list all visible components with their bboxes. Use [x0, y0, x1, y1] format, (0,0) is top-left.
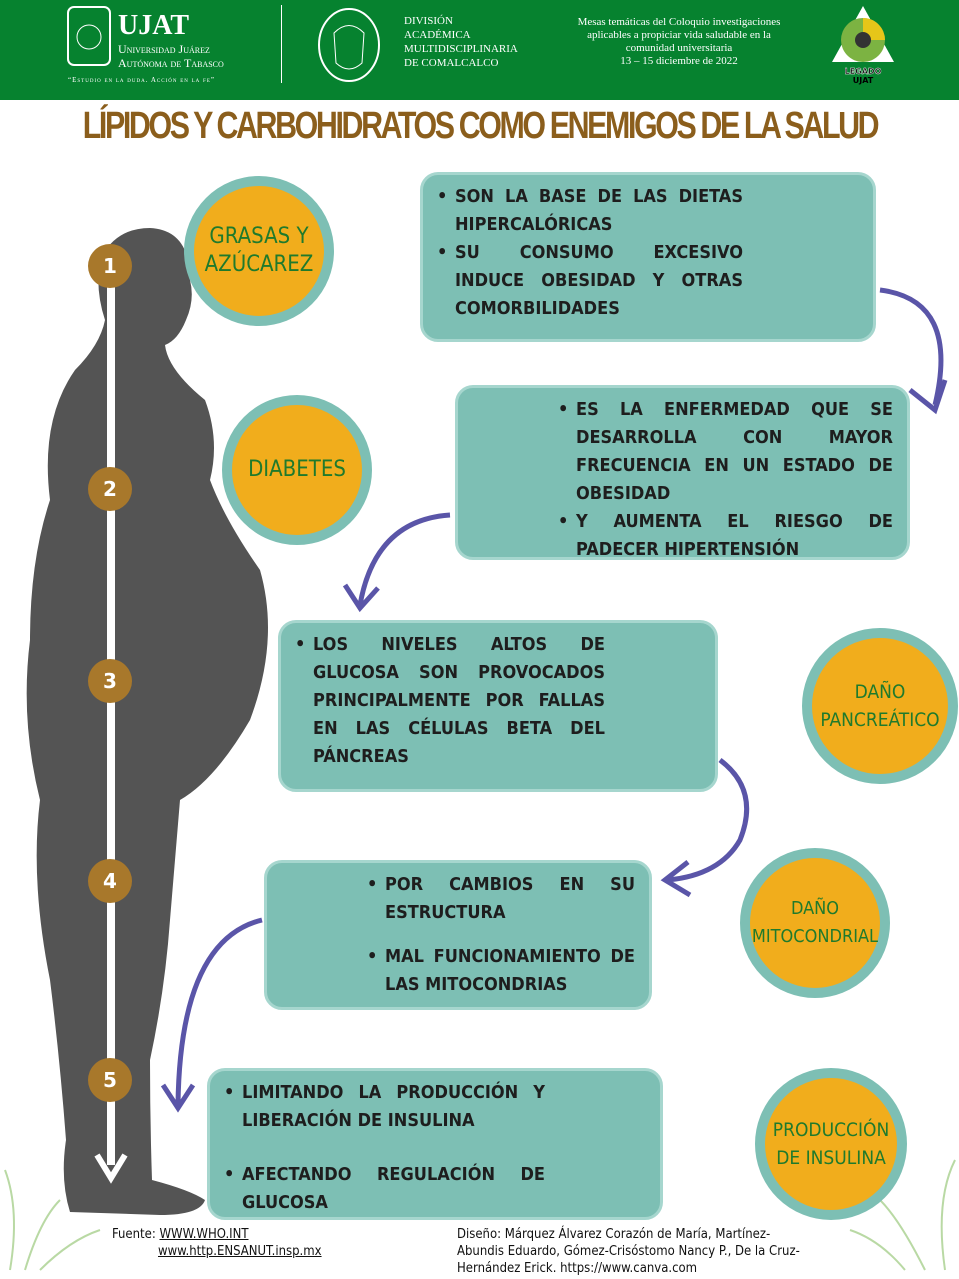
info-box-4: POR CAMBIOS EN SU ESTRUCTURAMAL FUNCIONA…	[264, 860, 652, 1010]
division-seal-icon	[318, 8, 380, 82]
info-box-3: LOS NIVELES ALTOS DE GLUCOSA SON PROVOCA…	[278, 620, 718, 792]
grass-decoration	[4, 1159, 956, 1271]
arrow-2-3	[342, 512, 451, 613]
info-box-2: ES LA ENFERMEDAD QUE SE DESARROLLA CON M…	[455, 385, 910, 560]
step-number-2: 2	[88, 467, 132, 511]
flow-arrows	[160, 287, 948, 1113]
step-number-5: 5	[88, 1058, 132, 1102]
topic-circle-diabetes: DIABETES	[222, 395, 372, 545]
step-number-1: 1	[88, 244, 132, 288]
design-credits: Diseño: Márquez Álvarez Corazón de María…	[457, 1227, 800, 1276]
arrow-1-2	[879, 287, 948, 415]
source-link-who[interactable]: WWW.WHO.INT	[159, 1227, 249, 1242]
source-link-ensanut[interactable]: www.http.ENSANUT.insp.mx	[158, 1244, 322, 1259]
info-box-5: LIMITANDO LA PRODUCCIÓN Y LIBERACIÓN DE …	[207, 1068, 663, 1220]
pregnant-silhouette	[26, 228, 268, 1215]
sources: Fuente: WWW.WHO.INT www.http.ENSANUT.ins…	[112, 1227, 322, 1259]
arrow-3-4	[660, 758, 750, 898]
event-info: Mesas temáticas del Coloquio investigaci…	[577, 16, 781, 67]
step-number-3: 3	[88, 659, 132, 703]
page-title: LÍPIDOS Y CARBOHIDRATOS COMO ENEMIGOS DE…	[82, 105, 879, 147]
svg-text:UJAT: UJAT	[853, 76, 874, 85]
ujat-logo-text: UJAT	[118, 10, 190, 41]
divider	[281, 5, 282, 83]
timeline-arrowhead	[94, 1153, 128, 1184]
svg-text:LEGADO: LEGADO	[845, 67, 882, 76]
info-box-1: SON LA BASE DE LAS DIETAS HIPERCALÓRICAS…	[420, 172, 876, 342]
arrow-4-5	[160, 917, 263, 1113]
motto: “Estudio en la duda. Acción en la fe”	[68, 76, 215, 84]
ujat-seal-icon	[67, 6, 111, 66]
step-number-4: 4	[88, 859, 132, 903]
